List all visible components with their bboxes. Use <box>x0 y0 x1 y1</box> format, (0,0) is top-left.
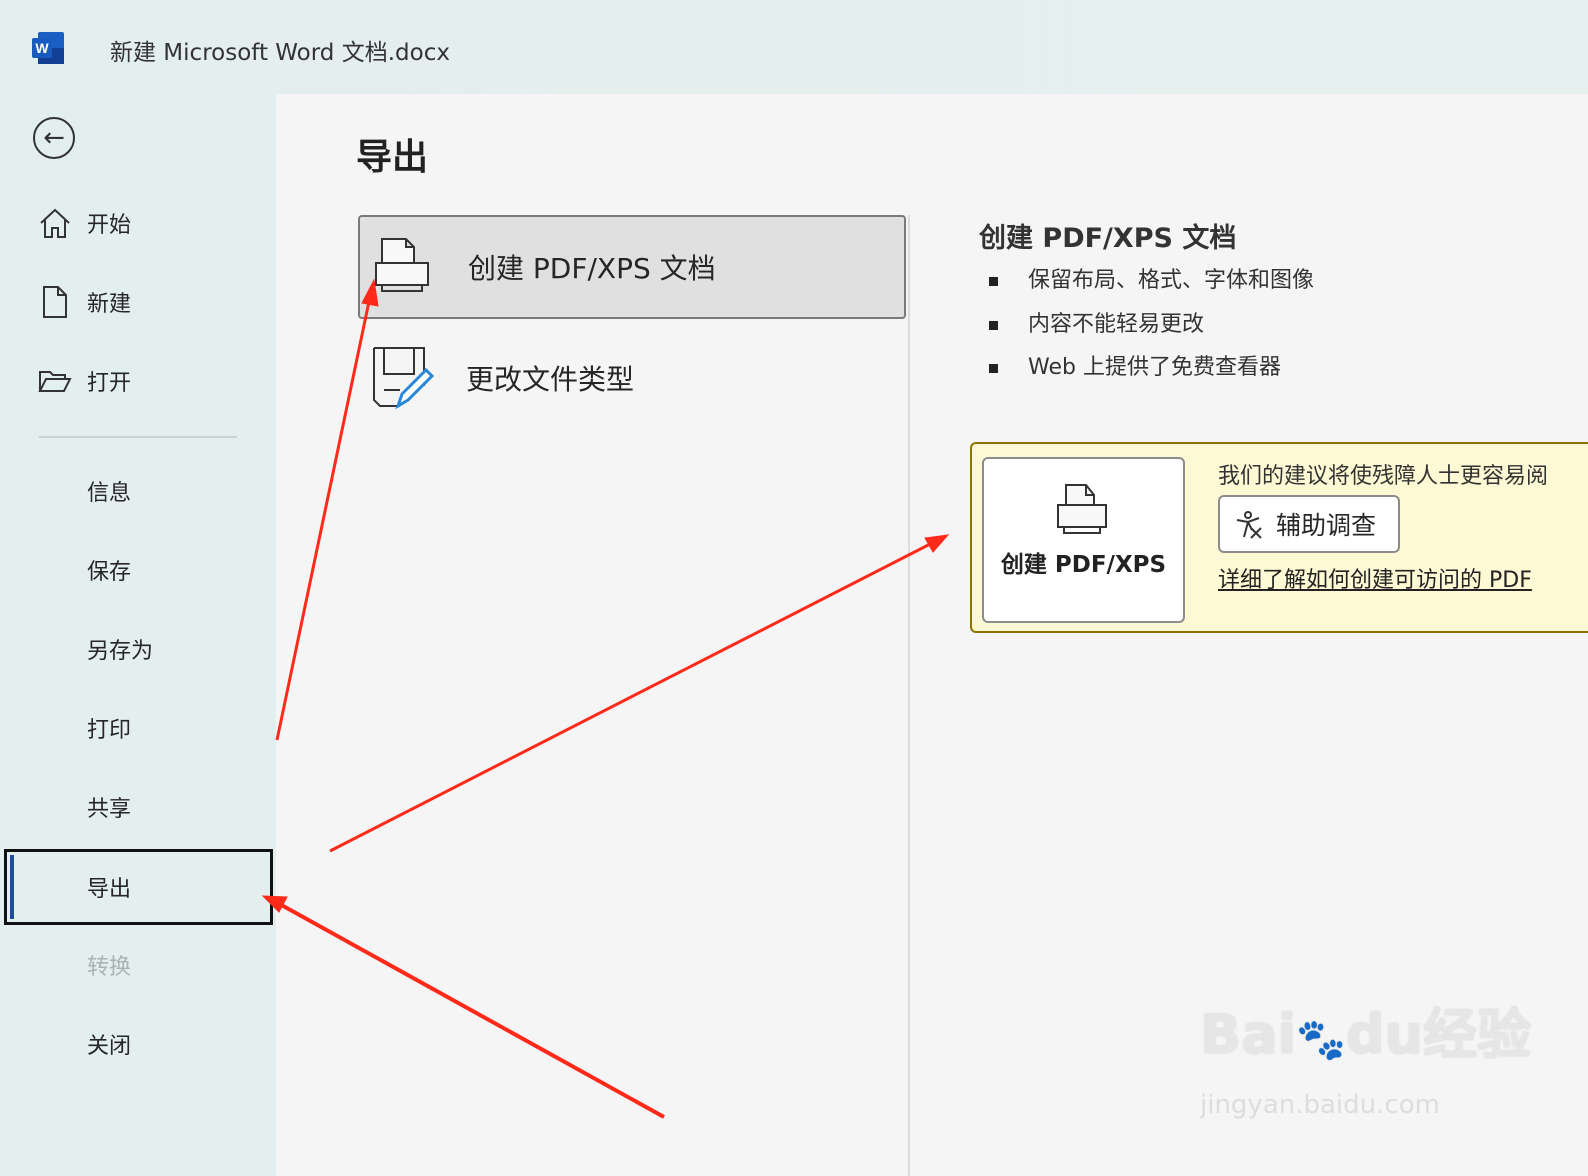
bullet-item: 内容不能轻易更改 <box>989 306 1204 338</box>
window-title: 新建 Microsoft Word 文档.docx <box>110 40 450 66</box>
sidebar-item-label: 开始 <box>87 213 132 238</box>
sidebar-item-new[interactable]: 新建 <box>0 272 276 332</box>
sidebar-item-close[interactable]: 关闭 <box>0 1014 276 1074</box>
option-label: 创建 PDF/XPS 文档 <box>468 252 716 285</box>
sidebar-divider <box>39 436 237 438</box>
panel-divider <box>908 215 910 1176</box>
home-icon <box>40 208 70 238</box>
pdf-printer-icon <box>375 238 429 292</box>
sidebar-item-info[interactable]: 信息 <box>0 461 276 521</box>
title-bar: W 新建 Microsoft Word 文档.docx <box>0 0 1588 94</box>
option-change-file-type[interactable]: 更改文件类型 <box>358 326 906 430</box>
accessibility-button-label: 辅助调查 <box>1276 511 1377 540</box>
sidebar-item-share[interactable]: 共享 <box>0 777 276 837</box>
learn-accessible-pdf-link[interactable]: 详细了解如何创建可访问的 PDF <box>1218 568 1532 593</box>
accessibility-check-button[interactable]: 辅助调查 <box>1218 495 1400 553</box>
page-title: 导出 <box>356 137 429 178</box>
sidebar-item-label: 打印 <box>87 718 132 743</box>
sidebar-item-save-as[interactable]: 另存为 <box>0 619 276 679</box>
sidebar-item-label: 保存 <box>87 560 132 585</box>
option-create-pdf-xps[interactable]: 创建 PDF/XPS 文档 <box>358 215 906 319</box>
sidebar-item-label: 转换 <box>87 955 132 980</box>
selection-indicator <box>10 855 14 919</box>
recommendation-text: 我们的建议将使残障人士更容易阅 <box>1218 464 1549 489</box>
bullet-item: 保留布局、格式、字体和图像 <box>989 262 1314 294</box>
accessibility-card: 创建 PDF/XPS 我们的建议将使残障人士更容易阅 辅助调查 详细了解如何创建… <box>970 442 1588 633</box>
new-document-icon <box>43 286 67 318</box>
arrow-left-circle-icon: ← <box>43 123 65 153</box>
word-icon: W <box>32 32 64 64</box>
sidebar-item-print[interactable]: 打印 <box>0 698 276 758</box>
sidebar-item-label: 打开 <box>87 371 132 396</box>
sidebar-item-open[interactable]: 打开 <box>0 351 276 411</box>
sidebar-item-label: 导出 <box>87 877 132 902</box>
sidebar-item-home[interactable]: 开始 <box>0 193 276 253</box>
sidebar-item-label: 新建 <box>87 292 132 317</box>
sidebar-item-label: 共享 <box>87 797 132 822</box>
sidebar-item-export[interactable]: 导出 <box>4 849 273 925</box>
sidebar-item-label: 关闭 <box>87 1034 132 1059</box>
change-file-type-icon <box>373 347 434 410</box>
detail-title: 创建 PDF/XPS 文档 <box>979 223 1237 254</box>
baidu-watermark-url: jingyan.baidu.com <box>1200 1090 1440 1120</box>
sidebar-item-label: 信息 <box>87 481 132 506</box>
sidebar-item-save[interactable]: 保存 <box>0 540 276 600</box>
sidebar-item-label: 另存为 <box>87 639 154 664</box>
sidebar-item-convert: 转换 <box>0 935 276 995</box>
pdf-printer-icon <box>1057 484 1107 534</box>
baidu-watermark-logo: Bai🐾du经验 <box>1200 1003 1532 1066</box>
svg-text:W: W <box>35 40 49 56</box>
option-label: 更改文件类型 <box>466 363 635 396</box>
create-button-label: 创建 PDF/XPS <box>1000 552 1167 578</box>
create-pdf-xps-button[interactable]: 创建 PDF/XPS <box>982 457 1185 623</box>
accessibility-icon <box>1236 511 1262 539</box>
folder-open-icon <box>38 371 72 392</box>
bullet-item: Web 上提供了免费查看器 <box>989 349 1281 381</box>
back-button[interactable]: ← <box>33 117 75 159</box>
